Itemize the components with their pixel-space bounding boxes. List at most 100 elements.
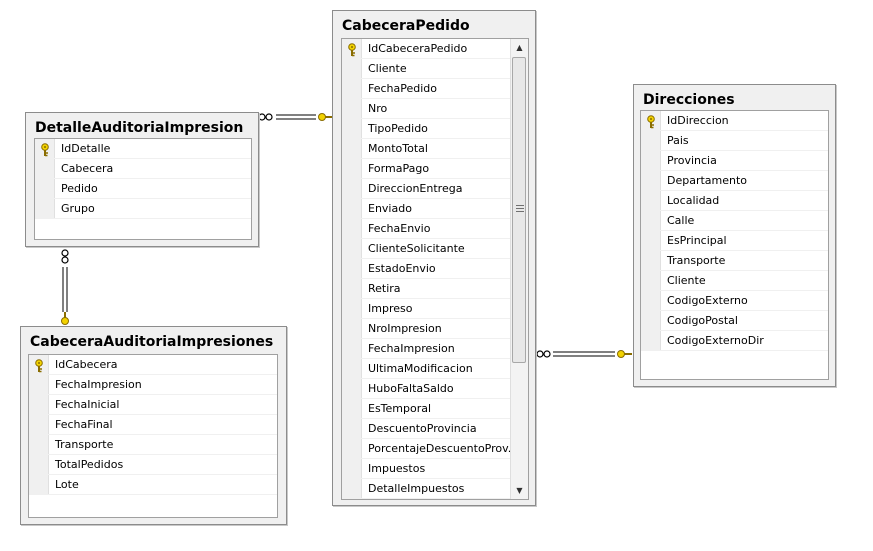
row-selector[interactable] xyxy=(342,39,362,58)
column-row[interactable]: FechaInicial xyxy=(29,395,277,415)
row-selector[interactable] xyxy=(342,279,362,298)
row-selector[interactable] xyxy=(342,439,362,458)
row-selector[interactable] xyxy=(641,311,661,330)
row-selector[interactable] xyxy=(342,479,362,498)
column-row[interactable]: Transporte xyxy=(641,251,828,271)
row-selector[interactable] xyxy=(29,395,49,414)
row-selector[interactable] xyxy=(641,191,661,210)
column-row[interactable]: Transporte xyxy=(29,435,277,455)
row-selector[interactable] xyxy=(29,355,49,374)
row-selector[interactable] xyxy=(342,159,362,178)
row-selector[interactable] xyxy=(342,139,362,158)
column-row[interactable]: Cliente xyxy=(641,271,828,291)
row-selector[interactable] xyxy=(641,211,661,230)
column-row[interactable]: CodigoExterno xyxy=(641,291,828,311)
row-selector[interactable] xyxy=(342,299,362,318)
row-selector[interactable] xyxy=(342,419,362,438)
row-selector[interactable] xyxy=(29,415,49,434)
row-selector[interactable] xyxy=(342,119,362,138)
column-row[interactable]: Pedido xyxy=(35,179,251,199)
row-selector[interactable] xyxy=(342,359,362,378)
column-row[interactable]: CodigoPostal xyxy=(641,311,828,331)
relationship-pedido-direcciones[interactable] xyxy=(536,350,632,358)
column-row[interactable]: DireccionEntrega xyxy=(342,179,511,199)
column-row[interactable]: NroImpresion xyxy=(342,319,511,339)
column-row[interactable]: Localidad xyxy=(641,191,828,211)
column-row[interactable]: Cliente xyxy=(342,59,511,79)
row-selector[interactable] xyxy=(29,475,49,494)
row-selector[interactable] xyxy=(641,131,661,150)
row-selector[interactable] xyxy=(342,79,362,98)
row-selector[interactable] xyxy=(342,339,362,358)
column-row[interactable]: FechaFinal xyxy=(29,415,277,435)
column-row[interactable]: IdCabecera xyxy=(29,355,277,375)
column-row[interactable]: HuboFaltaSaldo xyxy=(342,379,511,399)
scrollbar-thumb[interactable] xyxy=(512,57,526,363)
row-selector[interactable] xyxy=(641,251,661,270)
row-selector[interactable] xyxy=(641,331,661,350)
column-row[interactable]: DetalleImpuestos xyxy=(342,479,511,499)
column-row[interactable]: Cabecera xyxy=(35,159,251,179)
row-selector[interactable] xyxy=(342,99,362,118)
column-row[interactable]: FechaPedido xyxy=(342,79,511,99)
chevron-down-icon[interactable]: ▼ xyxy=(516,486,523,495)
row-selector[interactable] xyxy=(35,199,55,218)
row-selector[interactable] xyxy=(342,59,362,78)
column-row[interactable]: EstadoEnvio xyxy=(342,259,511,279)
column-row[interactable]: Impuestos xyxy=(342,459,511,479)
column-row[interactable]: FechaEnvio xyxy=(342,219,511,239)
row-selector[interactable] xyxy=(35,139,55,158)
column-row[interactable]: FechaImpresion xyxy=(29,375,277,395)
row-selector[interactable] xyxy=(342,179,362,198)
column-row[interactable]: UltimaModificacion xyxy=(342,359,511,379)
column-row[interactable]: Departamento xyxy=(641,171,828,191)
row-selector[interactable] xyxy=(342,399,362,418)
row-selector[interactable] xyxy=(35,159,55,178)
column-row[interactable]: ClienteSolicitante xyxy=(342,239,511,259)
relationship-detalle-pedido[interactable] xyxy=(258,113,332,121)
column-row[interactable]: DescuentoProvincia xyxy=(342,419,511,439)
row-selector[interactable] xyxy=(342,459,362,478)
vertical-scrollbar[interactable]: ▲▼ xyxy=(510,39,528,499)
row-selector[interactable] xyxy=(29,455,49,474)
column-row[interactable]: IdDireccion xyxy=(641,111,828,131)
column-row[interactable]: Impreso xyxy=(342,299,511,319)
row-selector[interactable] xyxy=(342,239,362,258)
column-row[interactable]: PorcentajeDescuentoProv... xyxy=(342,439,518,459)
row-selector[interactable] xyxy=(342,219,362,238)
row-selector[interactable] xyxy=(641,291,661,310)
row-selector[interactable] xyxy=(641,151,661,170)
column-row[interactable]: IdDetalle xyxy=(35,139,251,159)
row-selector[interactable] xyxy=(641,231,661,250)
column-row[interactable]: MontoTotal xyxy=(342,139,511,159)
column-row[interactable]: IdCabeceraPedido xyxy=(342,39,511,59)
column-row[interactable]: TotalPedidos xyxy=(29,455,277,475)
column-row[interactable]: FechaImpresion xyxy=(342,339,511,359)
row-selector[interactable] xyxy=(641,271,661,290)
row-selector[interactable] xyxy=(342,199,362,218)
chevron-up-icon[interactable]: ▲ xyxy=(516,43,523,52)
column-row[interactable]: Lote xyxy=(29,475,277,495)
row-selector[interactable] xyxy=(342,319,362,338)
column-row[interactable]: FormaPago xyxy=(342,159,511,179)
column-row[interactable]: TipoPedido xyxy=(342,119,511,139)
column-row[interactable]: EsTemporal xyxy=(342,399,511,419)
column-row[interactable]: Pais xyxy=(641,131,828,151)
column-row[interactable]: Enviado xyxy=(342,199,511,219)
column-row[interactable]: Retira xyxy=(342,279,511,299)
column-row[interactable]: Nro xyxy=(342,99,511,119)
row-selector[interactable] xyxy=(641,111,661,130)
row-selector[interactable] xyxy=(35,179,55,198)
relationship-detalle-cabecera[interactable] xyxy=(61,249,69,325)
column-row[interactable]: Grupo xyxy=(35,199,251,219)
row-selector[interactable] xyxy=(342,259,362,278)
column-row[interactable]: Provincia xyxy=(641,151,828,171)
row-selector[interactable] xyxy=(29,435,49,454)
row-selector[interactable] xyxy=(342,379,362,398)
column-row[interactable]: EsPrincipal xyxy=(641,231,828,251)
row-selector[interactable] xyxy=(29,375,49,394)
